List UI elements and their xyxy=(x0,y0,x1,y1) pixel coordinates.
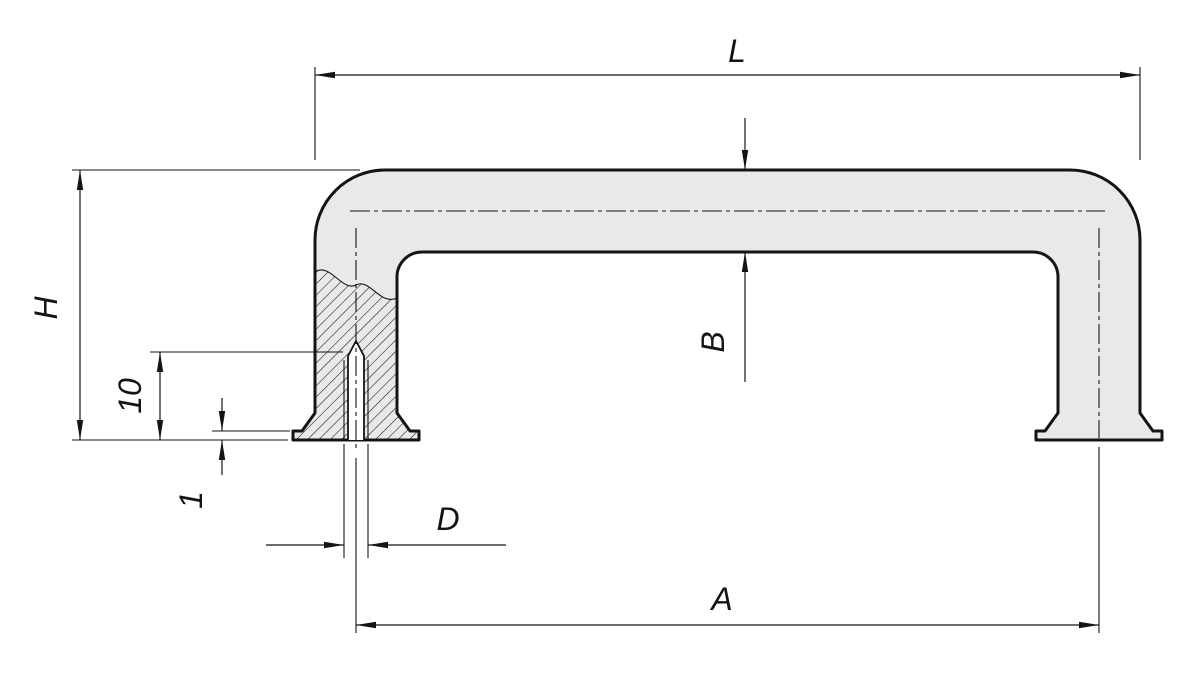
dim-label-L: L xyxy=(728,33,746,69)
dimension-D: D xyxy=(266,444,506,558)
dimension-A: A xyxy=(355,447,1100,633)
dimension-B: B xyxy=(695,118,749,382)
handle-part xyxy=(291,168,1164,442)
dim-label-1: 1 xyxy=(173,491,209,509)
dimension-L: L xyxy=(314,33,1141,160)
dimension-H: H xyxy=(28,169,360,441)
handle-outline xyxy=(291,168,1164,442)
dim-label-H: H xyxy=(28,296,64,320)
dim-label-A: A xyxy=(709,581,732,617)
dim-label-D: D xyxy=(436,501,459,537)
centerlines xyxy=(350,210,1105,452)
dimension-10: 10 xyxy=(112,351,343,440)
dim-label-10: 10 xyxy=(112,378,148,414)
dimension-1: 1 xyxy=(173,398,290,509)
dim-label-B: B xyxy=(695,331,731,352)
